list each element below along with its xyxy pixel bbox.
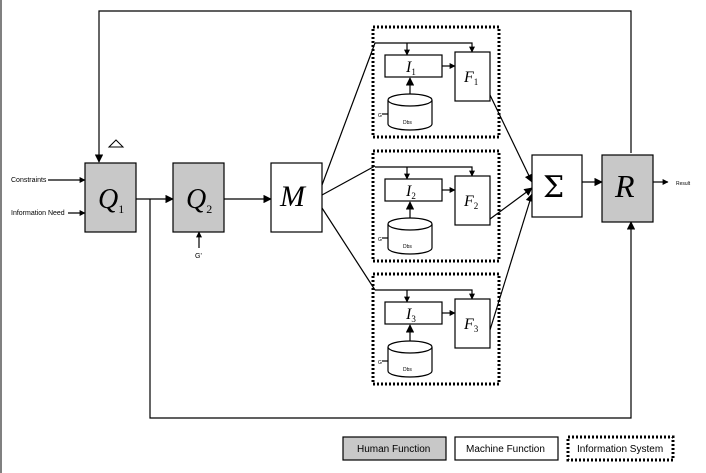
g-label: G — [378, 237, 382, 243]
legend: Human Function Machine Function Informat… — [342, 435, 675, 462]
information-need-label: Information Need — [11, 210, 65, 217]
svg-text:I3: I3 — [405, 306, 416, 324]
svg-text:Q2: Q2 — [186, 184, 212, 216]
index-letter: I — [405, 183, 412, 200]
m-box: M — [270, 162, 323, 233]
filter-subscript: 1 — [474, 77, 479, 87]
m-to-sub1-line — [321, 42, 376, 186]
index-subscript: 1 — [411, 67, 416, 77]
constraints-label: Constraints — [11, 177, 47, 184]
g-label: G — [378, 113, 382, 119]
filter-letter: F — [463, 193, 474, 210]
feedback-top-line — [94, 10, 632, 163]
legend-human-swatch — [342, 436, 447, 461]
index-letter: I — [405, 306, 412, 323]
information-system-border — [371, 272, 501, 386]
legend-human-label: Human Function — [357, 444, 430, 455]
rail-to-filter — [375, 42, 475, 53]
svg-text:I1: I1 — [405, 59, 416, 77]
index-subscript: 2 — [411, 191, 416, 201]
index-box-3: I3 — [384, 301, 443, 325]
database-label: Dbs — [403, 244, 412, 250]
svg-text:F1: F1 — [463, 69, 478, 87]
q2-box: Q2 — [172, 162, 225, 233]
filter-box-3: F3 — [454, 298, 491, 349]
rail-to-filter — [375, 289, 475, 300]
database-label: Dbs — [403, 120, 412, 126]
r-box: R — [601, 154, 654, 223]
g-label: G — [378, 360, 382, 366]
feedback-bottom-line — [149, 199, 636, 419]
index-box-2: I2 — [384, 178, 443, 202]
svg-text:F2: F2 — [463, 193, 478, 211]
filter-letter: F — [463, 69, 474, 86]
f1-to-sigma-arrow — [489, 94, 533, 183]
f3-to-sigma-arrow — [489, 193, 534, 331]
q2-letter: Q — [186, 184, 206, 215]
q1-letter: Q — [98, 184, 118, 215]
legend-system-swatch — [566, 435, 675, 462]
database-icon: Dbs — [387, 217, 433, 255]
index-letter: I — [405, 59, 412, 76]
q1-subscript: 1 — [118, 202, 124, 216]
database-icon: Dbs — [387, 93, 433, 131]
legend-machine-label: Machine Function — [466, 444, 545, 455]
filter-box-1: F1 — [454, 51, 491, 102]
database-icon: Dbs — [387, 340, 433, 378]
svg-text:I2: I2 — [405, 183, 416, 201]
filter-subscript: 2 — [474, 201, 479, 211]
g-prime-label: G' — [195, 253, 202, 260]
rail-to-filter — [375, 166, 475, 177]
legend-machine-swatch — [454, 436, 559, 461]
legend-system-label: Information System — [577, 444, 663, 455]
index-box-1: I1 — [384, 54, 443, 78]
filter-letter: F — [463, 316, 474, 333]
information-system-border — [371, 25, 501, 139]
m-letter: M — [279, 180, 307, 213]
triangle-icon — [107, 139, 125, 148]
svg-text:Q1: Q1 — [98, 184, 124, 216]
index-subscript: 3 — [411, 314, 416, 324]
q2-subscript: 2 — [206, 202, 212, 216]
sigma-letter: Σ — [543, 170, 564, 205]
q1-box: Q1 — [84, 162, 137, 233]
filter-box-2: F2 — [454, 175, 491, 226]
r-letter: R — [614, 168, 635, 204]
m-to-sub3-line — [321, 207, 376, 291]
sigma-box: Σ — [531, 154, 583, 218]
result-label: Result — [676, 181, 691, 187]
svg-text:F3: F3 — [463, 316, 479, 334]
f2-to-sigma-arrow — [489, 187, 533, 220]
information-system-border — [371, 149, 501, 263]
filter-subscript: 3 — [474, 324, 479, 334]
m-to-sub2-line — [321, 165, 376, 196]
database-label: Dbs — [403, 367, 412, 373]
